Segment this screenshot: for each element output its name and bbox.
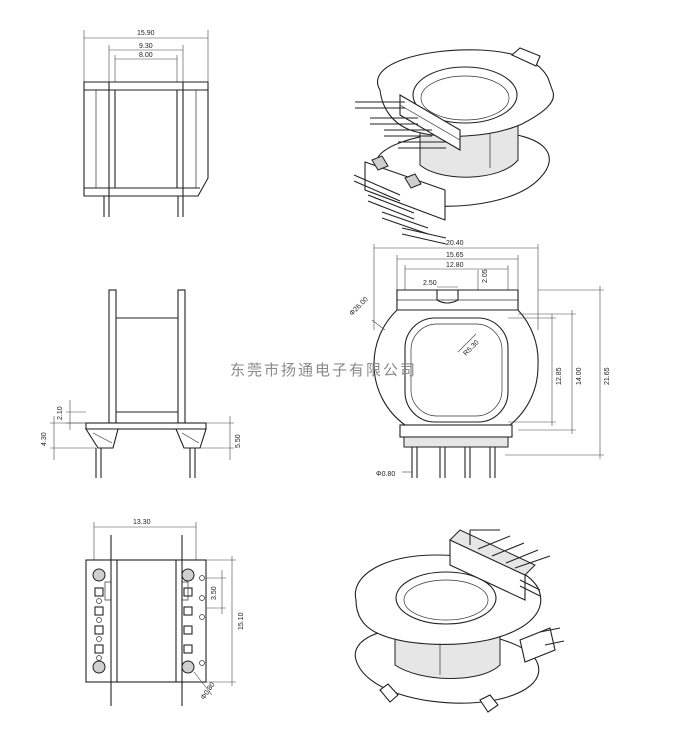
dim-2-10: 2.10 bbox=[57, 406, 64, 420]
dim-14-00: 14.00 bbox=[576, 367, 583, 385]
dim-21-65: 21.65 bbox=[604, 367, 611, 385]
dim-8-00: 8.00 bbox=[139, 52, 153, 59]
dim-2-50: 2.50 bbox=[423, 280, 437, 287]
dim-20-40: 20.40 bbox=[446, 240, 464, 247]
dim-phi-26: Φ26.00 bbox=[348, 296, 369, 317]
dim-2-05: 2.05 bbox=[482, 269, 489, 283]
iso-view-top bbox=[353, 47, 555, 245]
dim-phi-0-80-b: Φ0.80 bbox=[200, 681, 217, 701]
top-view: 20.40 15.65 12.80 2.50 2.05 R5.30 Φ26.00… bbox=[348, 240, 611, 478]
dim-12-80: 12.80 bbox=[446, 262, 464, 269]
dim-4-30: 4.30 bbox=[41, 432, 48, 446]
dim-15-65: 15.65 bbox=[446, 252, 464, 259]
dim-15-90: 15.90 bbox=[137, 30, 155, 37]
dim-9-30: 9.30 bbox=[139, 43, 153, 50]
front-view-left: 2.10 4.30 5.50 bbox=[41, 289, 242, 478]
dim-15-10: 15.10 bbox=[238, 612, 245, 630]
company-watermark: 东莞市扬通电子有限公司 bbox=[230, 361, 417, 379]
bottom-view: 13.30 bbox=[85, 519, 245, 706]
dim-12-85: 12.85 bbox=[556, 367, 563, 385]
iso-view-bottom bbox=[354, 529, 565, 713]
side-view-top: 15.90 9.30 8.00 bbox=[83, 30, 209, 217]
dim-phi-0-80: Φ0.80 bbox=[376, 471, 395, 478]
dim-13-30: 13.30 bbox=[133, 519, 151, 526]
dim-3-50: 3.50 bbox=[211, 586, 218, 600]
dim-5-50: 5.50 bbox=[235, 434, 242, 448]
